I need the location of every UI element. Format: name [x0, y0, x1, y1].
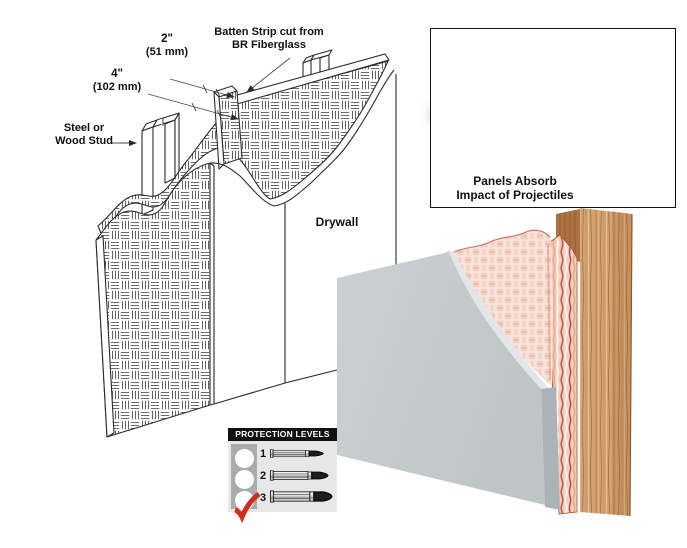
- level-3-number: 3: [260, 492, 267, 504]
- protection-levels-legend: PROTECTION LEVELS 1 2 3: [228, 428, 337, 523]
- bullet-cartridge-icon-level-3: [270, 490, 333, 503]
- batten-label-line1: Batten Strip cut from: [214, 26, 324, 38]
- cutaway-assembly: [337, 208, 633, 517]
- dim-4in-value: 4": [111, 68, 123, 80]
- level-2-number: 2: [260, 470, 267, 482]
- stud-label-line1: Steel or: [63, 122, 105, 134]
- legend-title: PROTECTION LEVELS: [228, 428, 337, 441]
- torn-drywall-edge: [444, 250, 552, 398]
- steel-stud: [141, 112, 180, 216]
- legend-indicator-column: [231, 444, 261, 523]
- batten-leader-line: [246, 57, 291, 93]
- batten-label-line2: BR Fiberglass: [232, 39, 306, 51]
- level-1-indicator-circle: [234, 449, 254, 468]
- stud-label-line2: Wood Stud: [55, 135, 113, 147]
- cutaway-drywall-panel: [337, 252, 545, 505]
- inset-caption-line2: Impact of Projectiles: [456, 188, 574, 202]
- dimension-line-2in: [169, 78, 235, 99]
- check-icon: [234, 491, 261, 523]
- dimension-line-4in: [147, 93, 239, 121]
- dim-2in-metric: (51 mm): [145, 46, 189, 58]
- label-dimension-4in: 4" (102 mm): [77, 68, 157, 94]
- drywall-panel-lines: [209, 69, 397, 405]
- inset-caption-line1: Panels Absorb: [473, 174, 557, 188]
- wood-stud-board: [556, 208, 633, 517]
- label-stud: Steel or Wood Stud: [44, 122, 124, 148]
- level-2-indicator-circle: [234, 470, 254, 489]
- bullet-cartridge-icon-level-1: [270, 449, 324, 458]
- label-drywall: Drywall: [315, 215, 359, 229]
- front-br-fiberglass-panel: [95, 162, 215, 438]
- label-dimension-2in: 2" (51 mm): [127, 33, 207, 59]
- batten-strip: [213, 85, 243, 170]
- impact-inset-box: Panels Absorb Impact of Projectiles: [430, 28, 676, 208]
- label-batten-strip: Batten Strip cut from BR Fiberglass: [194, 26, 344, 52]
- dim-4in-metric: (102 mm): [92, 81, 142, 93]
- bullet-cartridge-icon-level-2: [270, 470, 329, 481]
- inset-caption: Panels Absorb Impact of Projectiles: [435, 174, 595, 202]
- cutaway-fiberglass-panel: [452, 229, 553, 386]
- dim-2in-value: 2": [161, 33, 173, 45]
- cutaway-drywall-edge: [541, 387, 560, 510]
- legend-body: 1 2 3: [228, 441, 337, 523]
- level-1-number: 1: [260, 448, 267, 460]
